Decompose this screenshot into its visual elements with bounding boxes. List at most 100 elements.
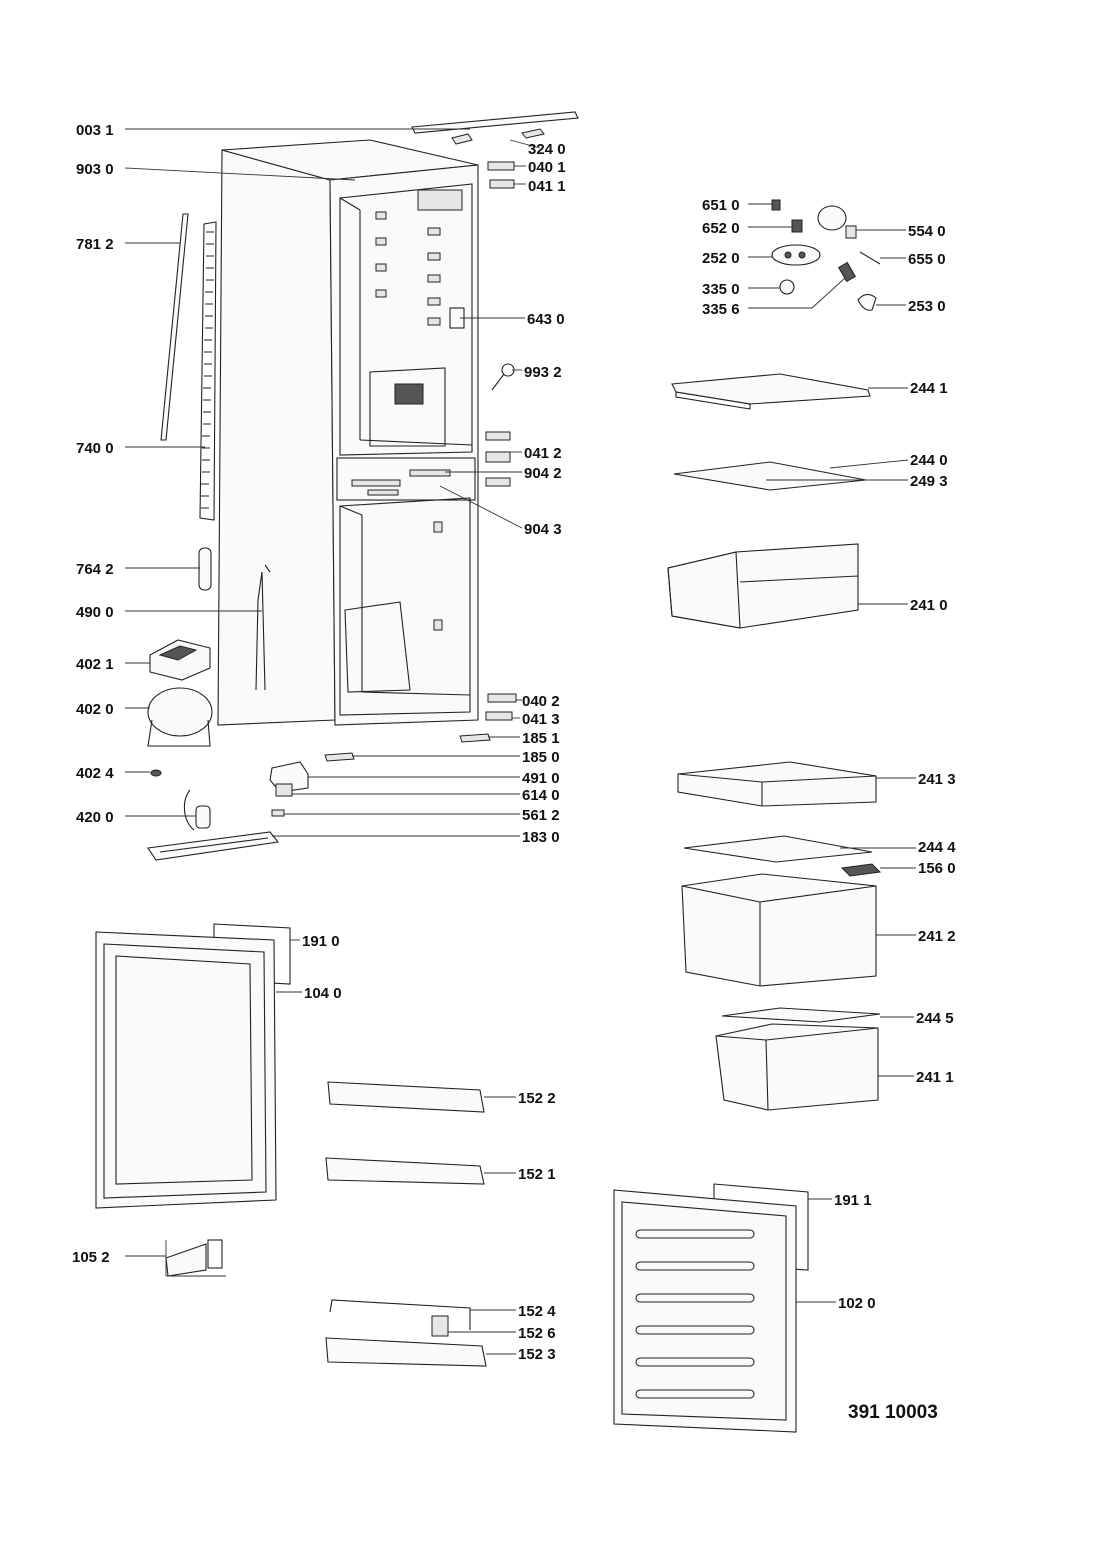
cabinet-side-panel bbox=[217, 149, 336, 726]
clip-part bbox=[791, 219, 803, 233]
label-1851: 185 1 bbox=[522, 730, 560, 747]
label-1830: 183 0 bbox=[522, 829, 560, 846]
label-6510: 651 0 bbox=[702, 197, 740, 214]
label-7642: 764 2 bbox=[76, 561, 114, 578]
thermostat-housing-part bbox=[771, 244, 821, 266]
foot-part-1850 bbox=[324, 752, 355, 762]
label-2410: 241 0 bbox=[910, 597, 948, 614]
label-1911: 191 1 bbox=[834, 1192, 872, 1209]
glass-shelf-part-2445 bbox=[721, 1007, 881, 1023]
label-6550: 655 0 bbox=[908, 251, 946, 268]
condenser-part bbox=[199, 221, 217, 521]
label-2530: 253 0 bbox=[908, 298, 946, 315]
hinge-cover-part bbox=[451, 133, 473, 145]
compressor-part bbox=[147, 687, 213, 737]
label-2440: 244 0 bbox=[910, 452, 948, 469]
label-9042: 904 2 bbox=[524, 465, 562, 482]
label-7812: 781 2 bbox=[76, 236, 114, 253]
label-4024: 402 4 bbox=[76, 765, 114, 782]
leader-lines bbox=[124, 128, 916, 1355]
bottle-clip-part bbox=[431, 1315, 449, 1337]
label-0413: 041 3 bbox=[522, 711, 560, 728]
lamp-cover-part bbox=[857, 293, 877, 311]
ice-tray-part bbox=[840, 863, 882, 877]
freezer-drawer-part-2411 bbox=[715, 1023, 879, 1111]
bottle-bar-part bbox=[329, 1299, 471, 1330]
label-1522: 152 2 bbox=[518, 1090, 556, 1107]
label-0031: 003 1 bbox=[76, 122, 114, 139]
spring-part bbox=[837, 261, 857, 283]
label-2445: 244 5 bbox=[916, 1010, 954, 1027]
freezer-door-ribs bbox=[635, 1229, 755, 1399]
label-2493: 249 3 bbox=[910, 473, 948, 490]
label-2441: 244 1 bbox=[910, 380, 948, 397]
knob-part bbox=[779, 279, 795, 295]
label-9043: 904 3 bbox=[524, 521, 562, 538]
label-1052: 105 2 bbox=[72, 1249, 110, 1266]
glass-shelf-part-2440 bbox=[673, 461, 867, 491]
label-3356: 335 6 bbox=[702, 301, 740, 318]
label-9030: 903 0 bbox=[76, 161, 114, 178]
label-6520: 652 0 bbox=[702, 220, 740, 237]
power-cord-part bbox=[255, 564, 271, 691]
label-4021: 402 1 bbox=[76, 656, 114, 673]
crisper-drawer-part-2410 bbox=[667, 543, 859, 629]
doors-drawing bbox=[95, 923, 809, 1433]
hinge-part-0411 bbox=[489, 179, 515, 189]
label-6140: 614 0 bbox=[522, 787, 560, 804]
label-2413: 241 3 bbox=[918, 771, 956, 788]
hinge-part-0412 bbox=[485, 431, 511, 441]
tray-part-2413 bbox=[677, 761, 877, 807]
freezer-drawer-part-2412 bbox=[681, 873, 877, 987]
label-4900: 490 0 bbox=[76, 604, 114, 621]
label-0412: 041 2 bbox=[524, 445, 562, 462]
label-9932: 993 2 bbox=[524, 364, 562, 381]
shelf-supports bbox=[375, 211, 441, 326]
knob-ring-part bbox=[817, 205, 847, 231]
control-parts-drawing bbox=[771, 199, 881, 311]
label-5540: 554 0 bbox=[908, 223, 946, 240]
document-code: 391 10003 bbox=[848, 1402, 938, 1423]
hinge-part-0402 bbox=[487, 693, 517, 703]
control-housing bbox=[417, 189, 463, 211]
grommet-part bbox=[150, 769, 162, 777]
label-1521: 152 1 bbox=[518, 1166, 556, 1183]
label-7400: 740 0 bbox=[76, 440, 114, 457]
label-1560: 156 0 bbox=[918, 860, 956, 877]
door-balcony-part-1521 bbox=[325, 1157, 485, 1185]
label-0401: 040 1 bbox=[528, 159, 566, 176]
fridge-door-part bbox=[95, 931, 277, 1209]
label-4200: 420 0 bbox=[76, 809, 114, 826]
dryer-filter-part bbox=[198, 547, 212, 591]
drain-tube-part bbox=[160, 213, 189, 441]
rail-part bbox=[147, 831, 280, 861]
hinge-part-0413 bbox=[485, 711, 513, 721]
label-3350: 335 0 bbox=[702, 281, 740, 298]
label-6430: 643 0 bbox=[527, 311, 565, 328]
label-0411: 041 1 bbox=[528, 178, 566, 195]
label-1910: 191 0 bbox=[302, 933, 340, 950]
freezer-compartment bbox=[339, 497, 471, 716]
screw-part bbox=[771, 199, 781, 211]
shelves-drawing bbox=[667, 373, 882, 1111]
left-parts-drawing bbox=[147, 213, 309, 861]
glass-shelf-part-2441 bbox=[671, 373, 871, 405]
door-balcony-part-1522 bbox=[327, 1081, 485, 1113]
divider-panel bbox=[336, 457, 476, 501]
capacitor-part bbox=[195, 805, 211, 829]
label-0402: 040 2 bbox=[522, 693, 560, 710]
label-2412: 241 2 bbox=[918, 928, 956, 945]
hinge-bracket-part bbox=[165, 1243, 207, 1277]
hinge-cover-part-2 bbox=[521, 128, 545, 139]
hinge-part-0401 bbox=[487, 161, 515, 171]
glass-shelf-part-2444 bbox=[683, 835, 873, 863]
label-2411: 241 1 bbox=[916, 1069, 954, 1086]
label-4910: 491 0 bbox=[522, 770, 560, 787]
label-3240: 324 0 bbox=[528, 141, 566, 158]
sensor-part bbox=[859, 251, 881, 265]
label-1526: 152 6 bbox=[518, 1325, 556, 1342]
label-2444: 244 4 bbox=[918, 839, 956, 856]
label-4020: 402 0 bbox=[76, 701, 114, 718]
top-cover-part bbox=[411, 111, 579, 134]
